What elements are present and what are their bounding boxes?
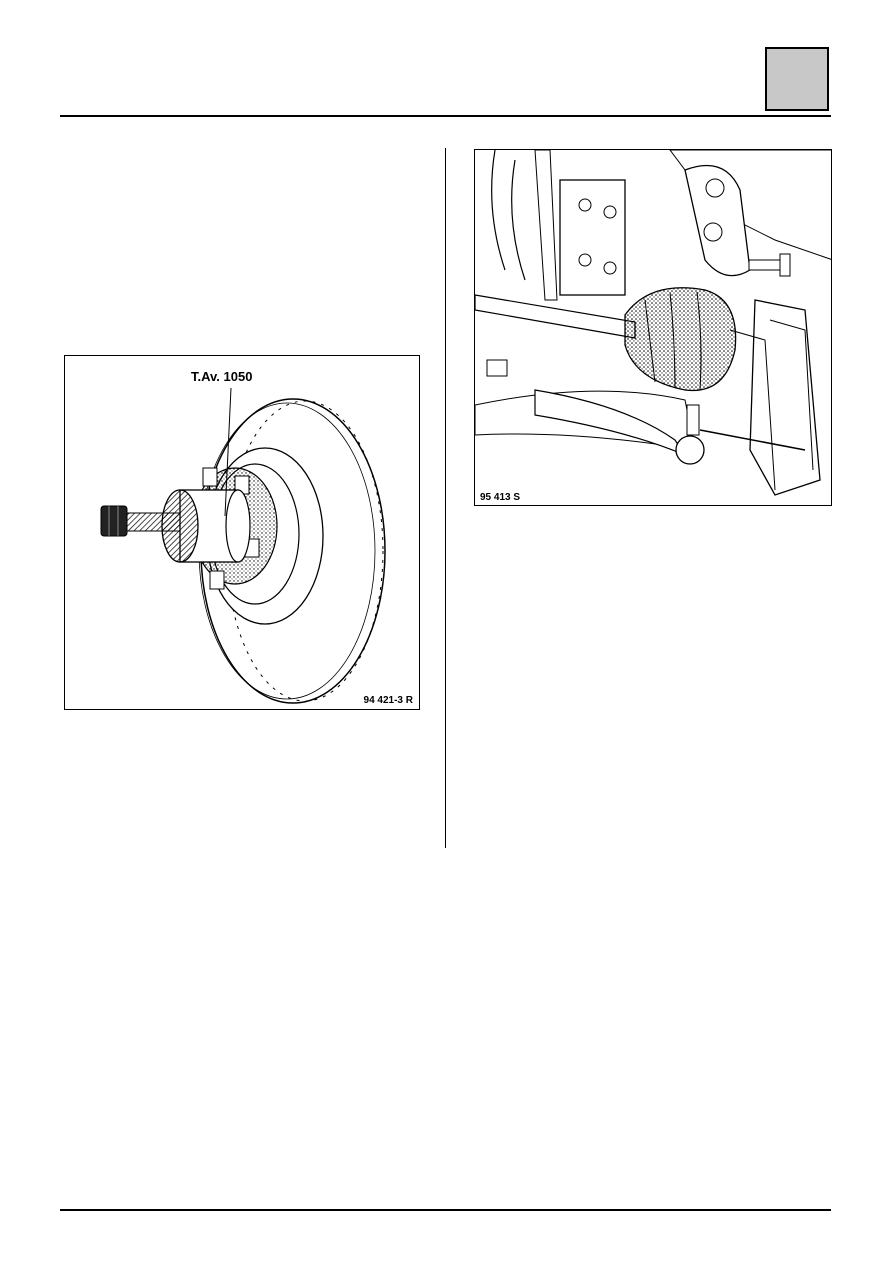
footer-rule bbox=[60, 1209, 831, 1211]
section-tab-box bbox=[765, 47, 829, 111]
figure-reference-number: 94 421-3 R bbox=[363, 695, 413, 706]
figure-driveshaft-assembly: 95 413 S bbox=[474, 149, 832, 506]
figure-hub-puller: T.Av. 1050 94 421-3 R bbox=[64, 355, 420, 710]
tool-callout-label: T.Av. 1050 bbox=[191, 369, 253, 384]
driveshaft-illustration bbox=[475, 150, 831, 496]
column-divider bbox=[445, 148, 446, 848]
figure-reference-number: 95 413 S bbox=[480, 492, 521, 503]
hub-puller-illustration bbox=[100, 387, 386, 704]
header-rule bbox=[60, 115, 831, 117]
